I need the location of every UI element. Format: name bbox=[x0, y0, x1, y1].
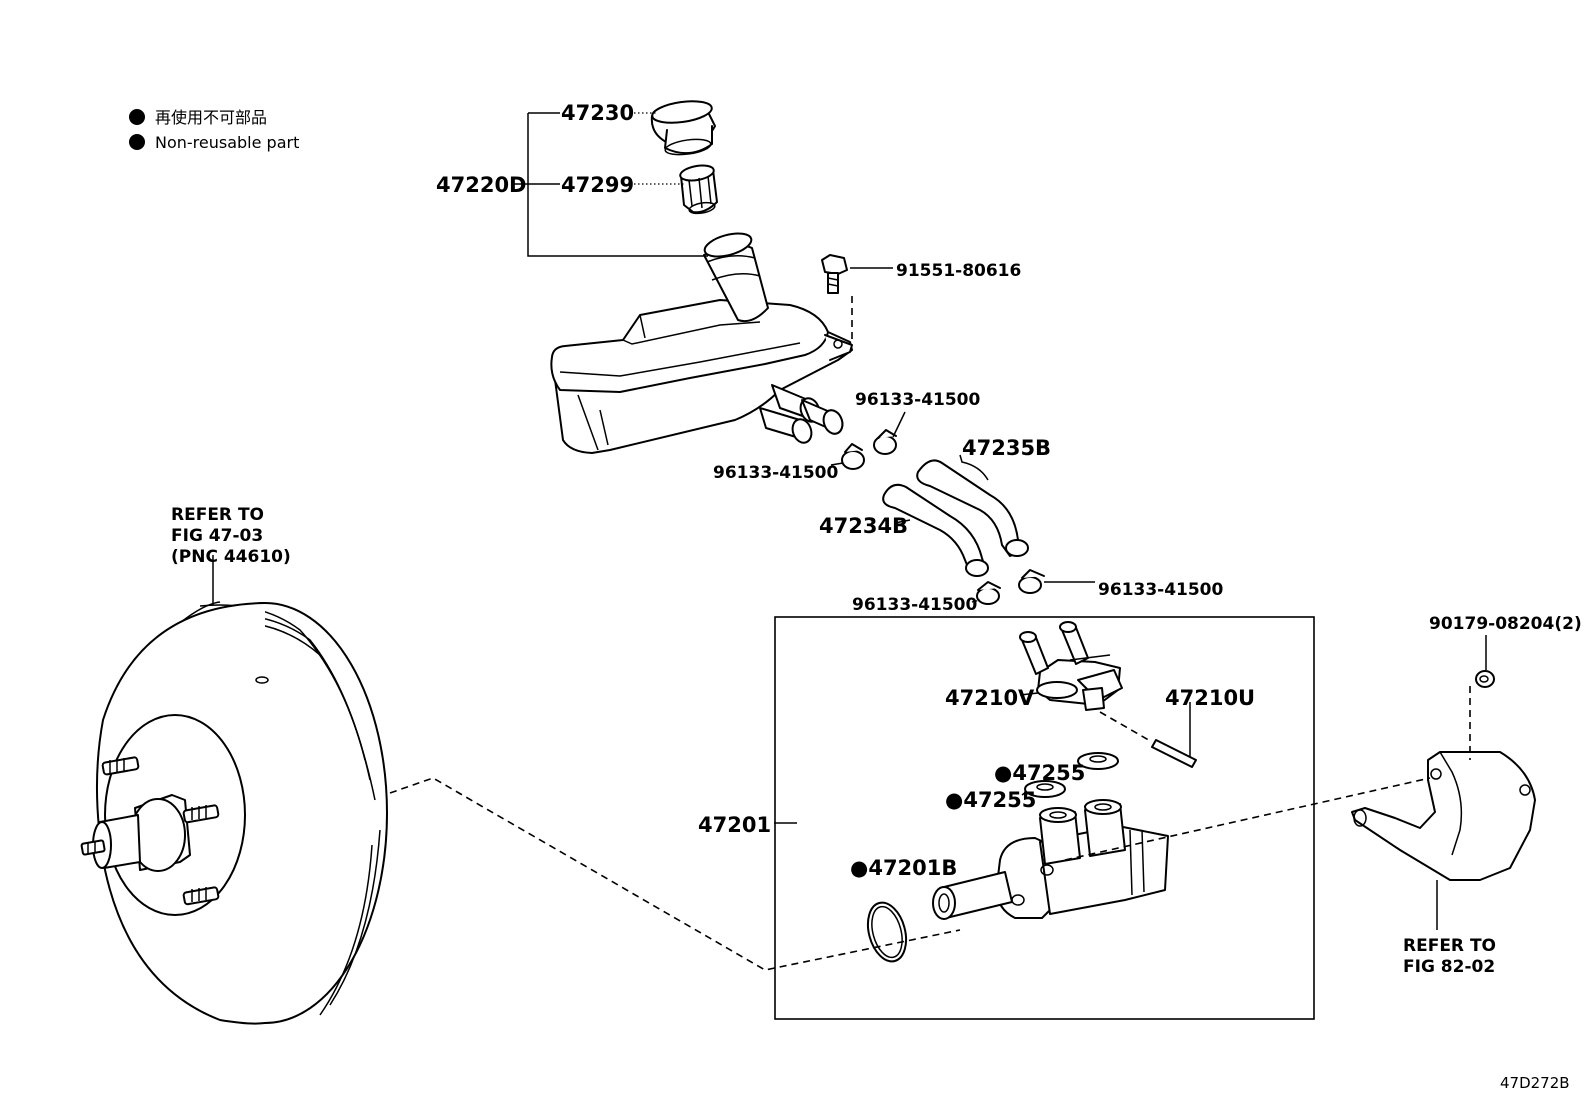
non-reusable-marker-icon: ● bbox=[994, 761, 1012, 785]
label-47255-a: ●47255 bbox=[994, 761, 1085, 785]
label-47201: 47201 bbox=[698, 813, 771, 837]
reservoir-cap[interactable] bbox=[650, 98, 716, 157]
figure-code: 47D272B bbox=[1500, 1074, 1570, 1092]
reservoir-strainer[interactable] bbox=[679, 163, 718, 215]
svg-text:REFER TO: REFER TO bbox=[1403, 936, 1496, 956]
reservoir-seal-washer[interactable] bbox=[1077, 752, 1119, 770]
non-reusable-marker-icon: ● bbox=[850, 856, 868, 880]
legend-japanese: 再使用不可部品 bbox=[155, 108, 267, 127]
hose-clamp[interactable] bbox=[976, 581, 1001, 605]
legend-english: Non-reusable part bbox=[155, 133, 299, 152]
retaining-pin[interactable] bbox=[1099, 711, 1197, 768]
booster-stud bbox=[182, 886, 220, 906]
master-cylinder-bracket[interactable] bbox=[1351, 751, 1536, 881]
label-47235B: 47235B bbox=[962, 436, 1051, 460]
label-47220D: 47220D bbox=[436, 173, 527, 197]
label-47255-b: ●47255 bbox=[945, 788, 1036, 812]
label-47210V: 47210V bbox=[945, 686, 1035, 710]
hose-clamp[interactable] bbox=[873, 429, 897, 455]
reservoir-hose-lower[interactable] bbox=[882, 483, 989, 577]
master-cylinder-o-ring[interactable] bbox=[862, 898, 912, 965]
assembly-lines bbox=[389, 296, 1471, 971]
label-47299: 47299 bbox=[561, 173, 634, 197]
brake-booster[interactable] bbox=[80, 601, 388, 1025]
label-clip-b: 96133-41500 bbox=[713, 463, 839, 483]
reservoir-seal-washer[interactable] bbox=[1024, 780, 1066, 798]
non-reusable-marker-icon: ● bbox=[945, 788, 963, 812]
booster-stud bbox=[101, 756, 140, 776]
reservoir-grommet-union[interactable] bbox=[1019, 621, 1123, 711]
refer-to-booster: REFER TO FIG 47-03 (PNC 44610) bbox=[171, 505, 291, 567]
reservoir-hose-upper[interactable] bbox=[916, 459, 1029, 557]
non-reusable-marker-icon bbox=[129, 109, 145, 125]
svg-text:REFER TO: REFER TO bbox=[171, 505, 264, 525]
reservoir-tank[interactable] bbox=[550, 229, 853, 454]
legend: 再使用不可部品 Non-reusable part bbox=[129, 108, 299, 152]
part-labels: 47230 47299 47220D 91551-80616 96133-415… bbox=[436, 101, 1582, 880]
label-clip-d: 96133-41500 bbox=[1098, 580, 1224, 600]
label-clip-c: 96133-41500 bbox=[852, 595, 978, 615]
label-47230: 47230 bbox=[561, 101, 634, 125]
svg-text:FIG 82-02: FIG 82-02 bbox=[1403, 957, 1495, 977]
label-47201B: ●47201B bbox=[850, 856, 957, 880]
bracket-nut[interactable] bbox=[1475, 670, 1495, 688]
label-47210U: 47210U bbox=[1165, 686, 1255, 710]
hose-clamp[interactable] bbox=[1018, 569, 1045, 594]
booster-stud bbox=[80, 839, 106, 856]
label-90179-08204: 90179-08204(2) bbox=[1429, 614, 1582, 634]
label-clip-a: 96133-41500 bbox=[855, 390, 981, 410]
svg-text:(PNC 44610): (PNC 44610) bbox=[171, 547, 291, 567]
svg-text:FIG 47-03: FIG 47-03 bbox=[171, 526, 263, 546]
leader-lines bbox=[212, 112, 1487, 930]
booster-stud bbox=[182, 804, 220, 824]
hose-clamp[interactable] bbox=[841, 443, 865, 470]
non-reusable-marker-icon bbox=[129, 134, 145, 150]
master-cylinder-body[interactable] bbox=[932, 799, 1169, 920]
label-91551-80616: 91551-80616 bbox=[896, 261, 1021, 281]
refer-to-bracket: REFER TO FIG 82-02 bbox=[1403, 936, 1496, 977]
reservoir-bolt[interactable] bbox=[821, 254, 848, 294]
master-cylinder-kit-frame bbox=[774, 616, 1315, 1020]
label-47234B: 47234B bbox=[819, 514, 908, 538]
